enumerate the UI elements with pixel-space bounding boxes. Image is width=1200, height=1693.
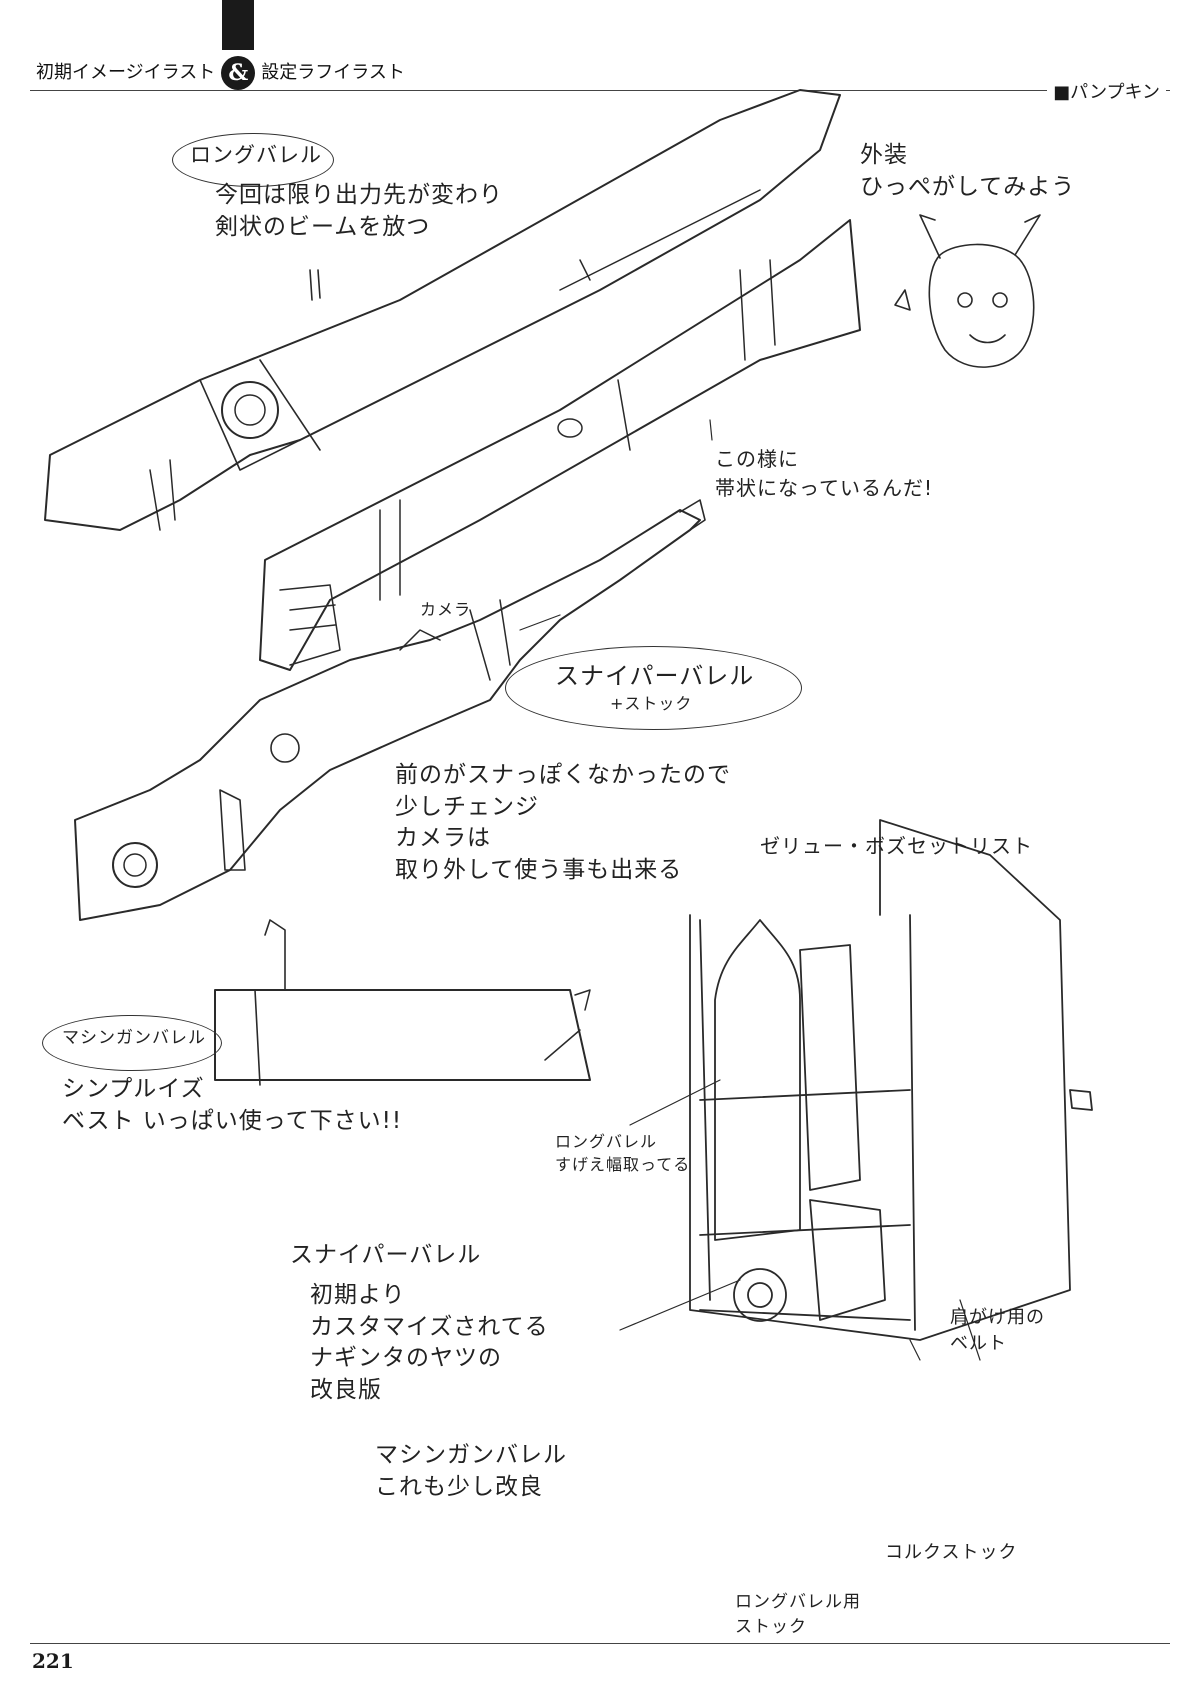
long-barrel-label: ロングバレル	[190, 143, 322, 167]
footer-rule	[30, 1643, 1170, 1644]
header-rule	[30, 90, 1170, 91]
machinegun-barrel-sketch	[214, 989, 591, 1081]
storage-case-sketch	[689, 819, 1093, 1341]
long-barrel-body-sketch	[259, 219, 861, 671]
machinegun-label: マシンガンバレル	[62, 1028, 206, 1048]
long-stock-note: ロングバレル用 ストック	[735, 1592, 861, 1637]
camera-label: カメラ	[420, 600, 472, 619]
armor-note: 外装 ひっぺがしてみよう	[860, 142, 1076, 200]
section-title: 初期イメージイラスト&設定ラフイラスト	[36, 56, 405, 90]
long-barrel-desc: 今回は限り出力先が変わり 剣状のビームを放つ	[215, 182, 503, 240]
machinegun-desc: シンプルイズ ベスト いっぱい使って下さい!!	[62, 1076, 403, 1134]
page-number: 221	[32, 1649, 74, 1673]
title-right: 設定ラフイラスト	[261, 62, 405, 83]
machinegun-note: マシンガンバレル これも少し改良	[375, 1442, 567, 1500]
case-sniper-label: スナイパーバレル	[290, 1242, 482, 1268]
cork-stock-note: コルクストック	[885, 1542, 1018, 1563]
long-barrel-sketch	[44, 89, 841, 531]
sniper-label: スナイパーバレル	[555, 662, 755, 690]
header-tab	[222, 0, 254, 50]
sniper-label-oval	[505, 646, 802, 730]
title-left: 初期イメージイラスト	[36, 62, 216, 83]
shoulder-belt-note: 肩がけ用の ベルト	[950, 1307, 1045, 1355]
band-note: この様に 帯状になっているんだ!	[715, 447, 934, 500]
long-barrel-label-oval	[172, 133, 334, 187]
sniper-desc: 前のがスナっぽくなかったので 少しチェンジ カメラは 取り外して使う事も出来る	[395, 762, 731, 884]
ampersand-badge: &	[221, 56, 256, 90]
series-note: ゼリュー・ボズセットリスト	[760, 834, 1033, 858]
sniper-sub: +ストック	[610, 694, 693, 713]
character-name: ■パンプキン	[1047, 78, 1166, 104]
character-head-sketch	[894, 214, 1041, 368]
machinegun-label-oval	[42, 1015, 222, 1071]
case-long-note: ロングバレル すげえ幅取ってる	[555, 1132, 691, 1175]
case-sniper-desc: 初期より カスタマイズされてる ナギンタのヤツの 改良版	[310, 1282, 549, 1404]
